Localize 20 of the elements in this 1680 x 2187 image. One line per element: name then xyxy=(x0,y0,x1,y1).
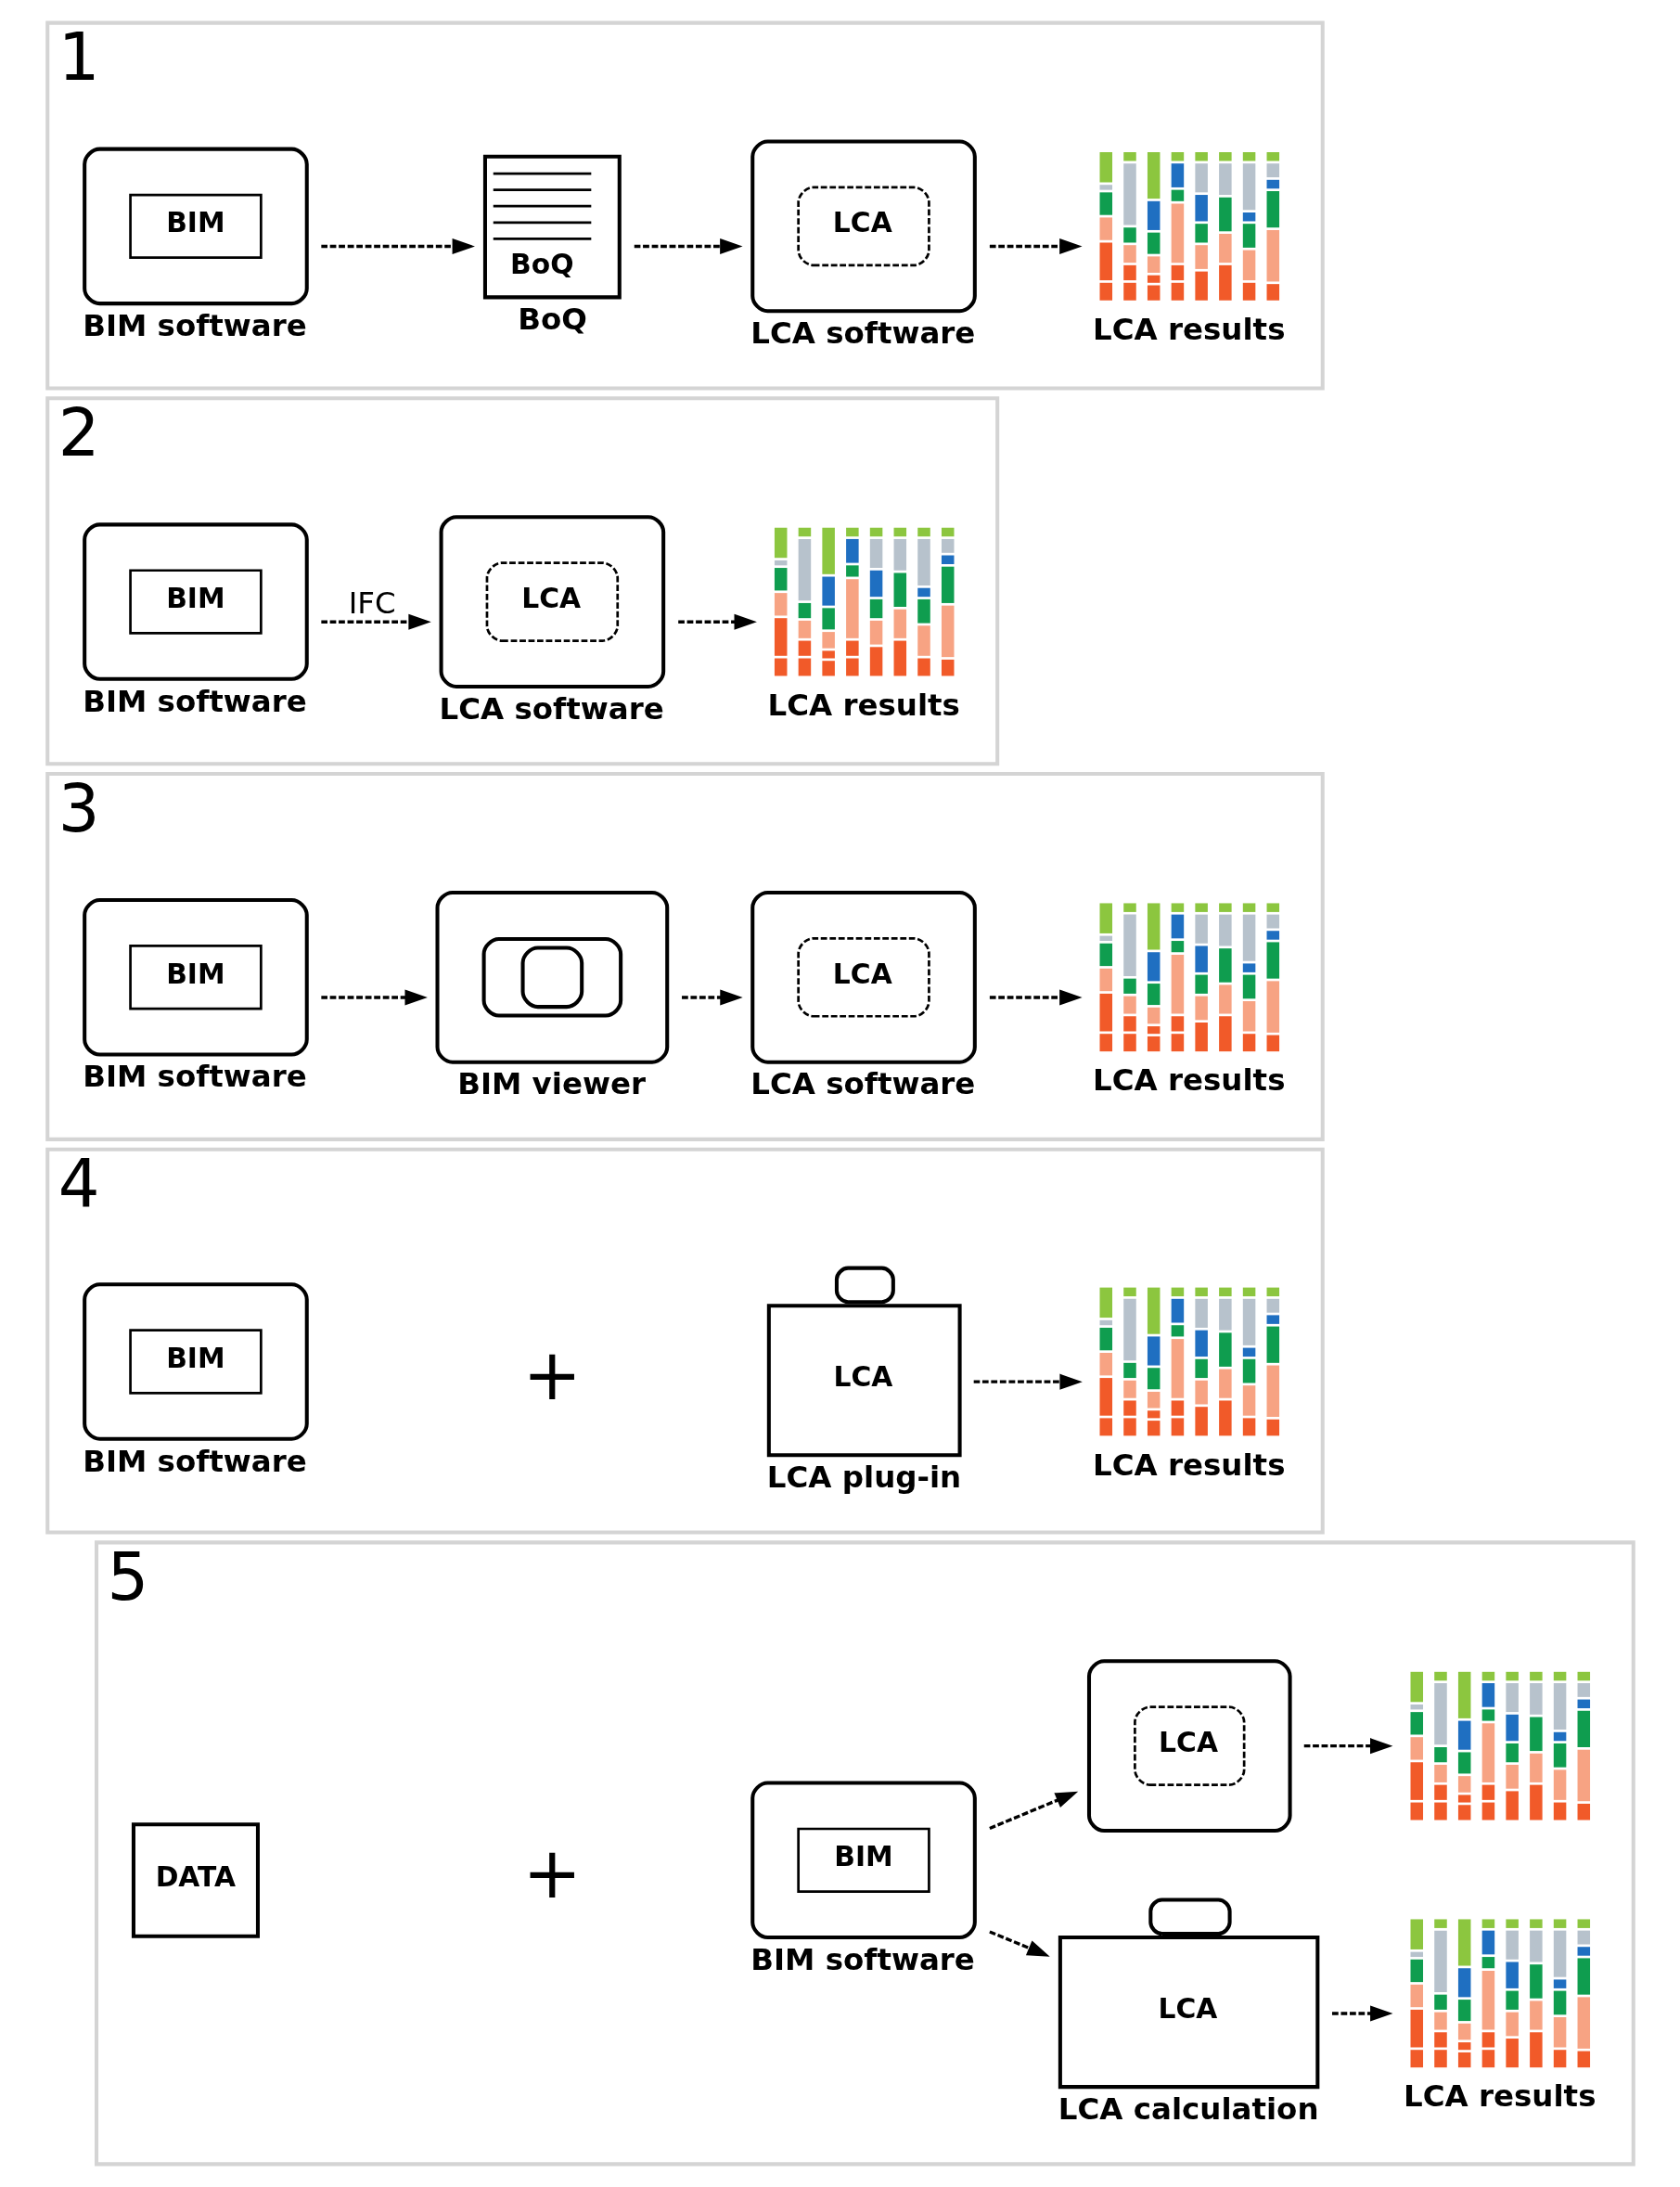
node-label: LCA plug-in xyxy=(766,1460,961,1496)
node-label: LCA results xyxy=(1092,1062,1285,1099)
node-label: LCA results xyxy=(766,687,960,723)
node-label: BIM software xyxy=(750,1941,975,1977)
node-label: BIM software xyxy=(82,307,307,343)
node-label: LCA software xyxy=(750,315,975,352)
label: + xyxy=(522,1333,582,1416)
node-label: BIM software xyxy=(82,1443,307,1479)
node-label: LCA results xyxy=(1092,1447,1285,1483)
node-label: BIM software xyxy=(82,1059,307,1095)
node-label: BIM software xyxy=(82,683,307,719)
node-label: LCA results xyxy=(1092,311,1285,347)
node-label: LCA calculation xyxy=(1058,2091,1319,2127)
node-label: LCA software xyxy=(439,690,664,727)
edge-label: IFC xyxy=(348,585,396,622)
node-label: BIM viewer xyxy=(456,1066,646,1102)
node-label: BoQ xyxy=(517,302,587,338)
node-label: LCA results xyxy=(1403,2078,1596,2115)
node-label: LCA software xyxy=(750,1066,975,1102)
label: + xyxy=(522,1833,582,1915)
